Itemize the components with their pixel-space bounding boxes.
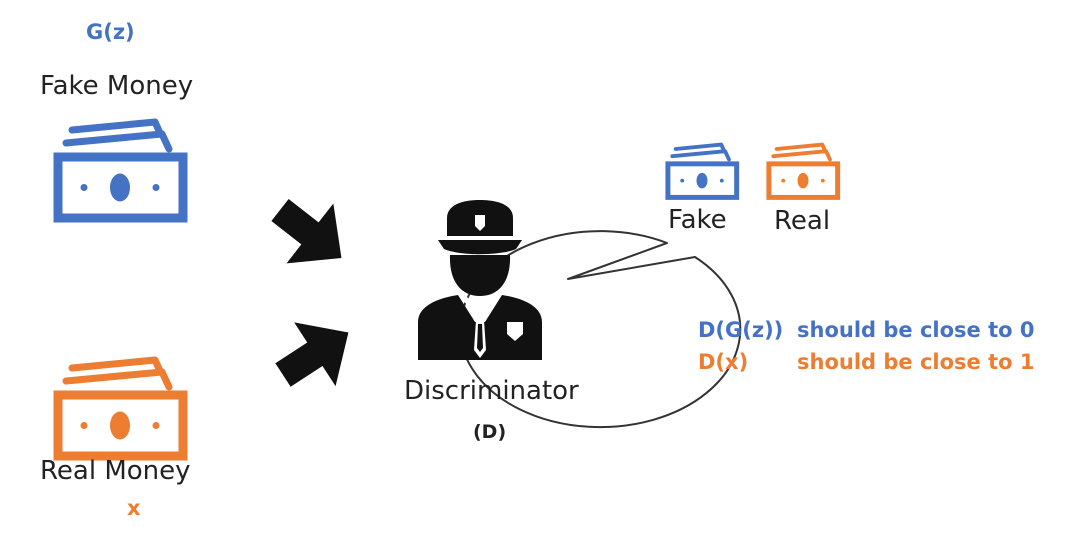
- rule-real-text: should be close to 1: [797, 350, 1035, 374]
- rule-fake-text: should be close to 0: [797, 318, 1035, 342]
- fake-money-icon: [58, 122, 183, 218]
- real-money-label: Real Money: [40, 456, 191, 486]
- bubble-real-money-icon: [769, 145, 838, 198]
- bubble-fake-label: Fake: [668, 205, 727, 235]
- real-input-label: x: [127, 496, 141, 520]
- bubble-fake-money-icon: [668, 145, 737, 198]
- speech-bubble: [459, 230, 742, 429]
- rule-real-expression: D(x): [698, 350, 749, 374]
- rule-fake-expression: D(G(z)): [698, 318, 784, 342]
- fake-money-label: Fake Money: [40, 71, 194, 101]
- police-officer-icon: [418, 200, 542, 360]
- discriminator-label: Discriminator: [404, 376, 579, 406]
- generator-output-label: G(z): [86, 20, 135, 44]
- discriminator-symbol: (D): [473, 421, 507, 443]
- arrow-fake-to-discriminator-icon: [256, 180, 365, 288]
- bubble-real-label: Real: [774, 206, 831, 236]
- real-money-icon: [58, 360, 183, 456]
- arrow-real-to-discriminator-icon: [262, 300, 370, 407]
